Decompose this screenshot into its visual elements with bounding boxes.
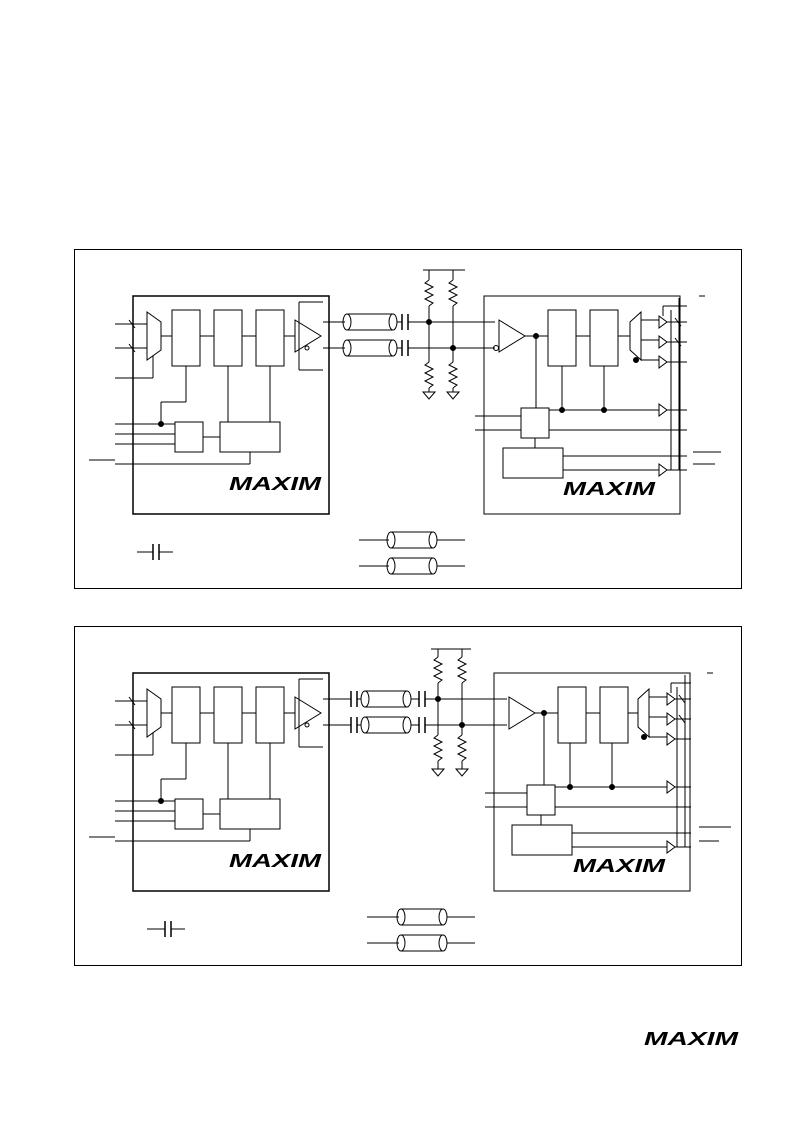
serializer-block-3 (255, 686, 285, 744)
input-mux (146, 688, 162, 738)
deserializer-control (511, 824, 573, 856)
deserializer-logo: MAXIM (573, 856, 667, 876)
coax-cable-2 (342, 339, 398, 357)
deserializer-chip (483, 295, 681, 515)
serializer-block-2 (213, 309, 243, 367)
legend-coax (367, 908, 475, 952)
serializer-pll (174, 421, 204, 453)
serializer-pll (174, 798, 204, 830)
footer-maxim-logo: MAXIM (644, 1030, 740, 1046)
serializer-control (219, 421, 281, 453)
deserializer-pll (520, 407, 550, 439)
serializer-chip (132, 295, 330, 515)
footer-logo-text: MAXIM (644, 1030, 740, 1046)
deserializer-control (502, 447, 564, 479)
serializer-logo: MAXIM (229, 474, 323, 494)
deserializer-block-2 (589, 309, 619, 367)
coax-cable-1 (342, 313, 398, 331)
deserializer-block-1 (547, 309, 577, 367)
bottom-figure-panel: MAXIM (74, 626, 742, 966)
serializer-chip (132, 672, 330, 892)
deserializer-logo: MAXIM (563, 479, 657, 499)
bottom-figure-diagram: MAXIM (89, 648, 731, 952)
output-driver (294, 696, 322, 730)
deserializer-block-1 (557, 686, 587, 744)
deserializer-pll (526, 784, 556, 816)
coax-cable-2 (360, 716, 412, 734)
legend-coax (359, 531, 465, 575)
top-figure-diagram: MAXIM (89, 269, 721, 575)
serializer-logo: MAXIM (229, 851, 323, 871)
serializer-block-1 (171, 686, 201, 744)
serializer-control (219, 798, 281, 830)
legend-capacitor (137, 544, 173, 560)
legend-capacitor (147, 921, 185, 937)
input-receiver (498, 319, 526, 353)
input-mux (146, 311, 162, 361)
serializer-block-2 (213, 686, 243, 744)
input-receiver (508, 696, 536, 730)
serializer-block-3 (255, 309, 285, 367)
serializer-block-1 (171, 309, 201, 367)
output-driver (294, 319, 322, 353)
output-demux (629, 310, 642, 362)
top-figure-panel: MAXIM (74, 249, 742, 589)
coax-cable-1 (360, 690, 412, 708)
deserializer-chip (493, 672, 691, 892)
output-demux (637, 687, 650, 739)
deserializer-block-2 (599, 686, 629, 744)
